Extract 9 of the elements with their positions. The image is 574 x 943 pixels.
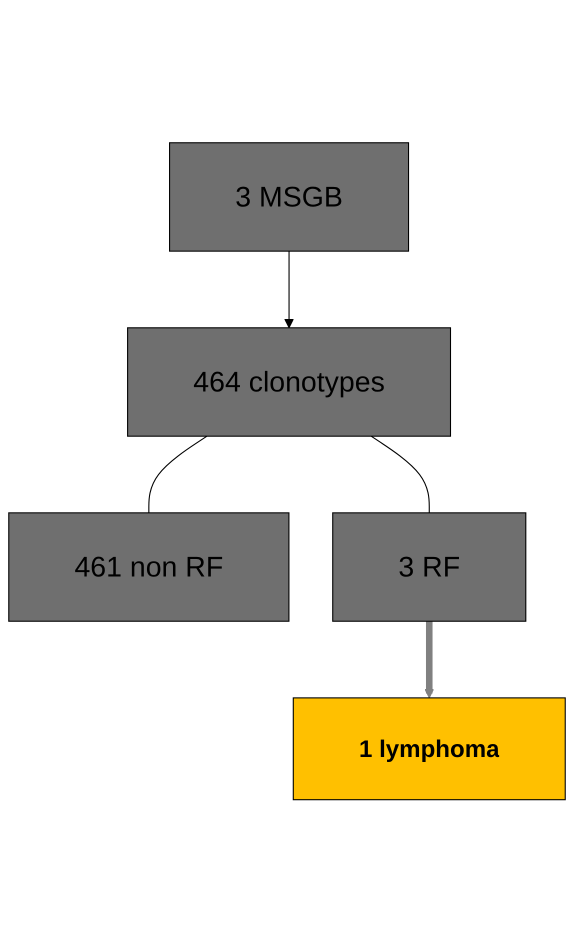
node-box: 1 lymphoma [292, 698, 566, 801]
node-box: 3 MSGB [169, 142, 410, 252]
connector [370, 436, 430, 514]
connector [148, 436, 208, 514]
node-box: 461 non RF [8, 512, 290, 622]
arrow [424, 622, 434, 699]
node-box: 464 clonotypes [127, 328, 452, 438]
arrow [284, 251, 294, 328]
node-box: 3 RF [332, 512, 526, 622]
